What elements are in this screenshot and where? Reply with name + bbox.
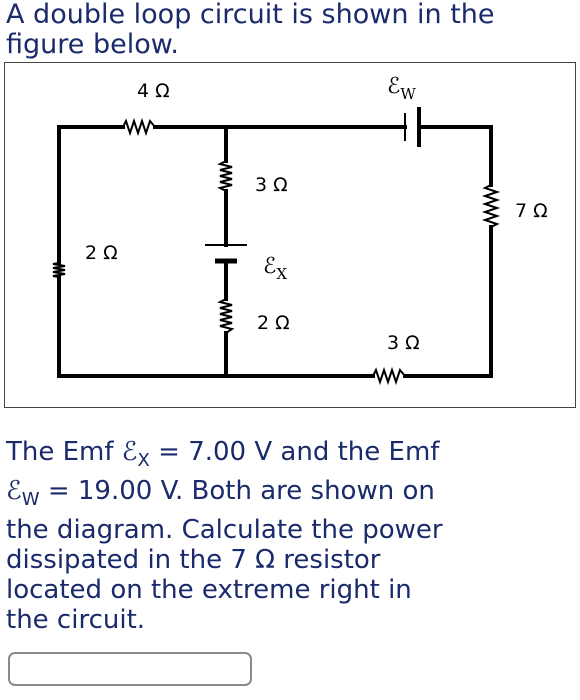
- question-line: located on the extreme right in: [6, 575, 412, 605]
- resistor-bottom-3ohm: [372, 366, 406, 386]
- resistor-top-left-4ohm: [122, 117, 156, 137]
- label-emf-w: ℰW: [387, 74, 416, 103]
- circuit-diagram: 4 Ω 2 Ω 3 Ω 2 Ω 7 Ω 3 Ω ℰW ℰX: [4, 62, 576, 408]
- question-line: dissipated in the 7 Ω resistor: [6, 545, 381, 575]
- label-7ohm: 7 Ω: [515, 200, 548, 222]
- wire-top-left: [57, 125, 125, 265]
- label-3ohm-bottom: 3 Ω: [387, 332, 420, 354]
- label-4ohm: 4 Ω: [137, 80, 170, 102]
- label-2ohm-left: 2 Ω: [85, 242, 118, 264]
- label-2ohm-mid: 2 Ω: [257, 312, 290, 334]
- question-line: the circuit.: [6, 605, 146, 635]
- wire-bottom-right: [403, 225, 493, 378]
- circuit-svg: 4 Ω 2 Ω 3 Ω 2 Ω 7 Ω 3 Ω ℰW ℰX: [52, 74, 548, 386]
- question-intro: A double loop circuit is shown in the fi…: [6, 0, 495, 60]
- label-emf-x: ℰX: [263, 254, 287, 283]
- circuit-wires: [57, 125, 493, 378]
- resistor-right-7ohm: [481, 184, 501, 228]
- question-line: the diagram. Calculate the power: [6, 515, 443, 545]
- question-body: The Emf ℰX = 7.00 V and the Emf ℰW = 19.…: [6, 437, 576, 635]
- question-line: The Emf ℰX = 7.00 V and the Emf: [6, 437, 440, 471]
- wire-top-right: [417, 125, 493, 187]
- resistor-mid-lower-2ohm: [217, 298, 235, 334]
- battery-w: [404, 107, 421, 147]
- resistor-left-2ohm: [52, 262, 66, 278]
- question-line: ℰW = 19.00 V. Both are shown on: [6, 476, 435, 510]
- answer-input[interactable]: [8, 652, 252, 686]
- battery-x: [205, 244, 247, 264]
- label-3ohm-mid: 3 Ω: [255, 174, 288, 196]
- resistor-mid-upper-3ohm: [217, 160, 233, 192]
